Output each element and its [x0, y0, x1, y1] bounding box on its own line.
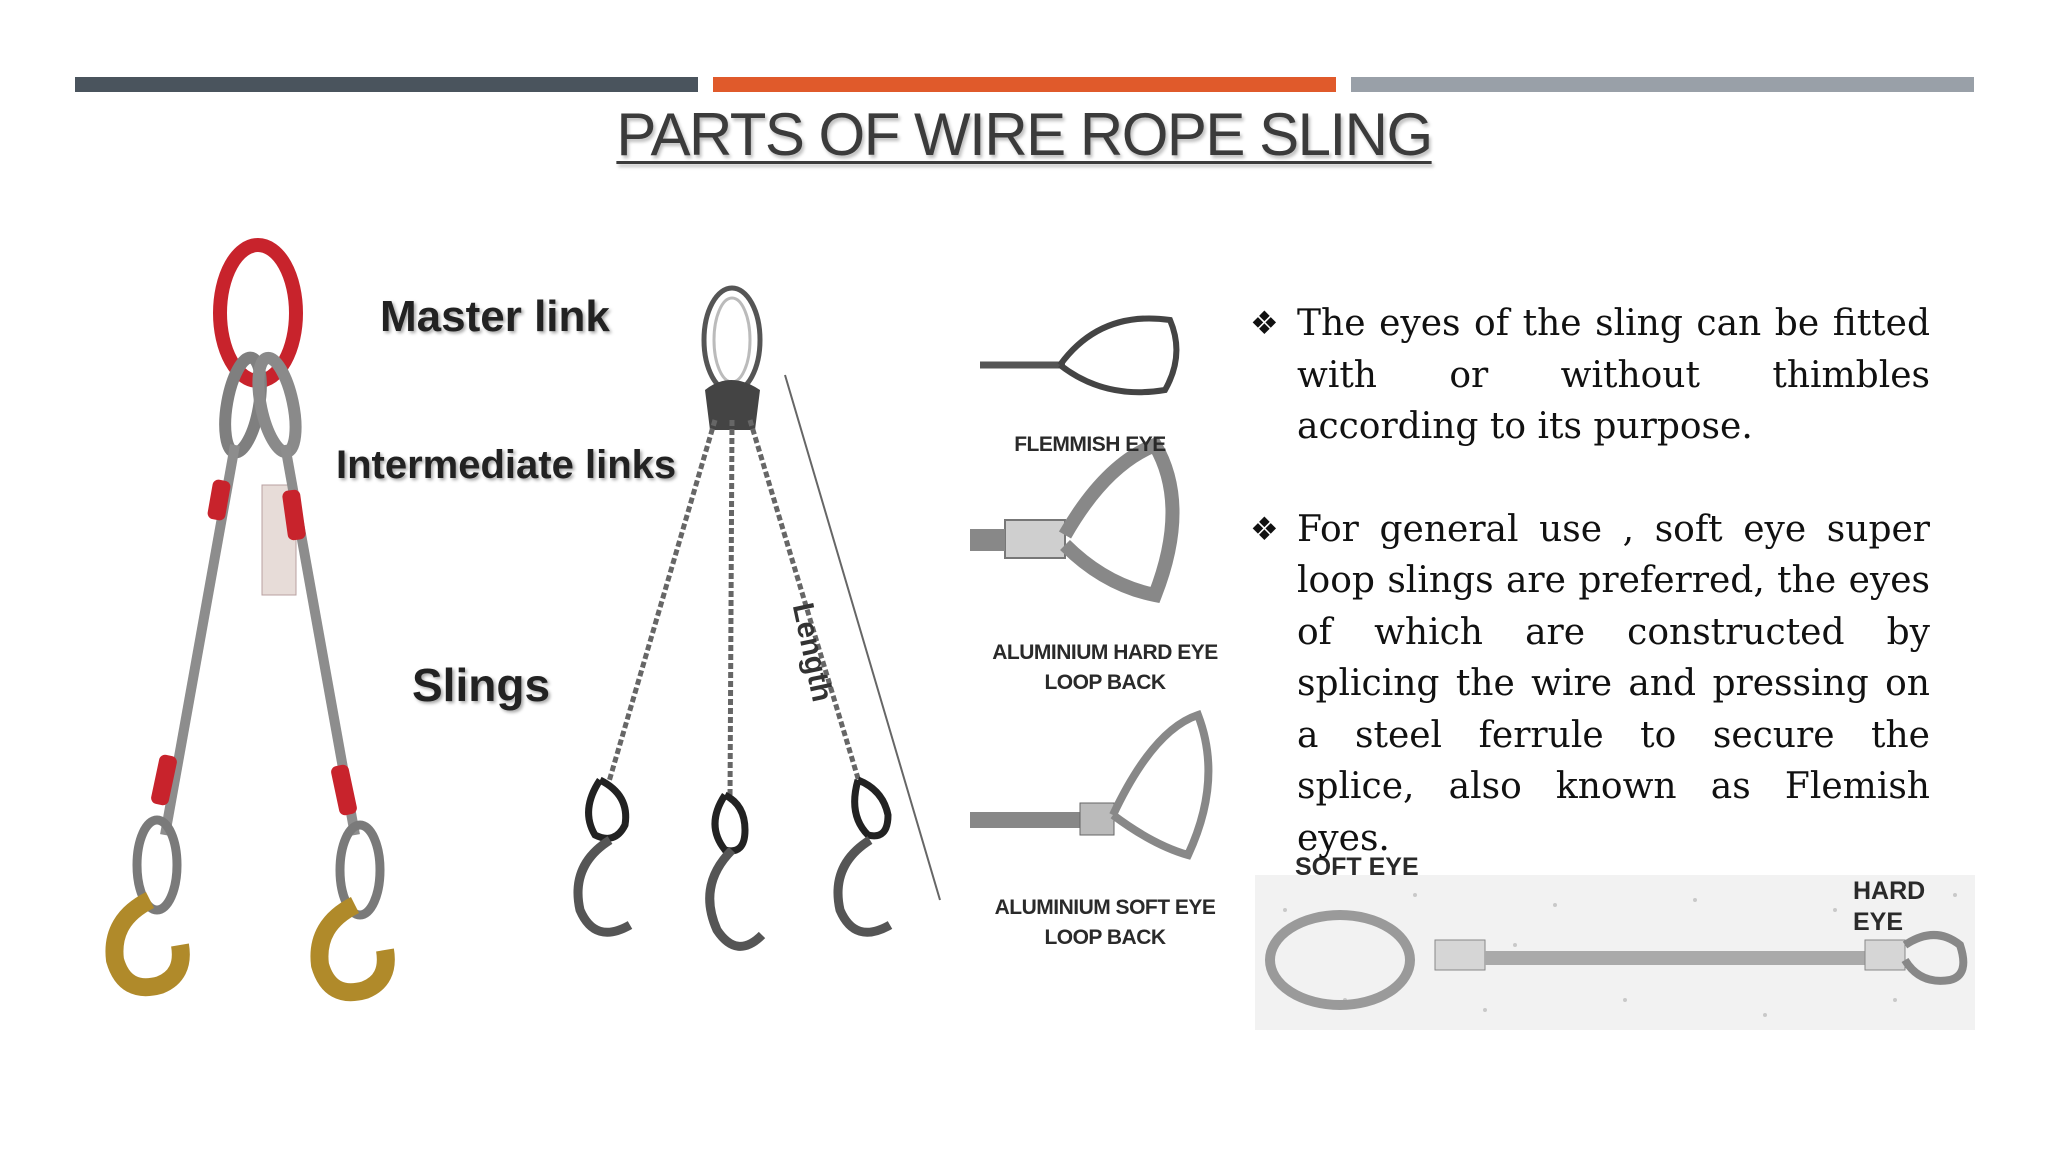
soft-hard-eye-sling-image: [1255, 875, 1975, 1030]
header-bar-orange: [713, 77, 1336, 92]
flemmish-eye-shape: [1057, 315, 1180, 396]
intermediate-link-right: [252, 351, 302, 459]
hook-right: [310, 896, 395, 1002]
eye-types-drawing: [970, 315, 1213, 860]
bullet-item: ❖ The eyes of the sling can be fitted wi…: [1250, 298, 1930, 453]
bullet-text: The eyes of the sling can be fitted with…: [1297, 303, 1930, 447]
diamond-bullet-icon: ❖: [1250, 509, 1279, 548]
diamond-bullet-icon: ❖: [1250, 304, 1279, 342]
header-bar-gray: [1351, 77, 1974, 92]
intermediate-links-label: Intermediate links: [336, 443, 677, 487]
bullet-list: ❖ The eyes of the sling can be fitted wi…: [1250, 298, 1930, 915]
hook-left: [105, 891, 190, 997]
master-link-label: Master link: [380, 292, 610, 341]
hard-eye-loop: [1901, 931, 1968, 985]
soft-eye-shape: [1109, 709, 1213, 860]
soft-eye-loop: [1265, 910, 1415, 1010]
bullet-item: ❖ For general use , soft eye super loop …: [1250, 504, 1930, 865]
flemmish-eye-caption: FLEMMISH EYE: [1014, 433, 1166, 456]
three-leg-sling-drawing: [573, 285, 941, 951]
bullet-text: For general use , soft eye super loop sl…: [1297, 508, 1930, 859]
header-bar-dark: [75, 77, 698, 92]
slings-label: Slings: [412, 659, 551, 711]
hard-eye-shape: [1058, 436, 1180, 604]
two-leg-sling-image: [105, 238, 395, 1002]
slide-title: PARTS OF WIRE ROPE SLING: [616, 101, 1433, 168]
soft-eye-label: SOFT EYE: [1295, 853, 1419, 881]
